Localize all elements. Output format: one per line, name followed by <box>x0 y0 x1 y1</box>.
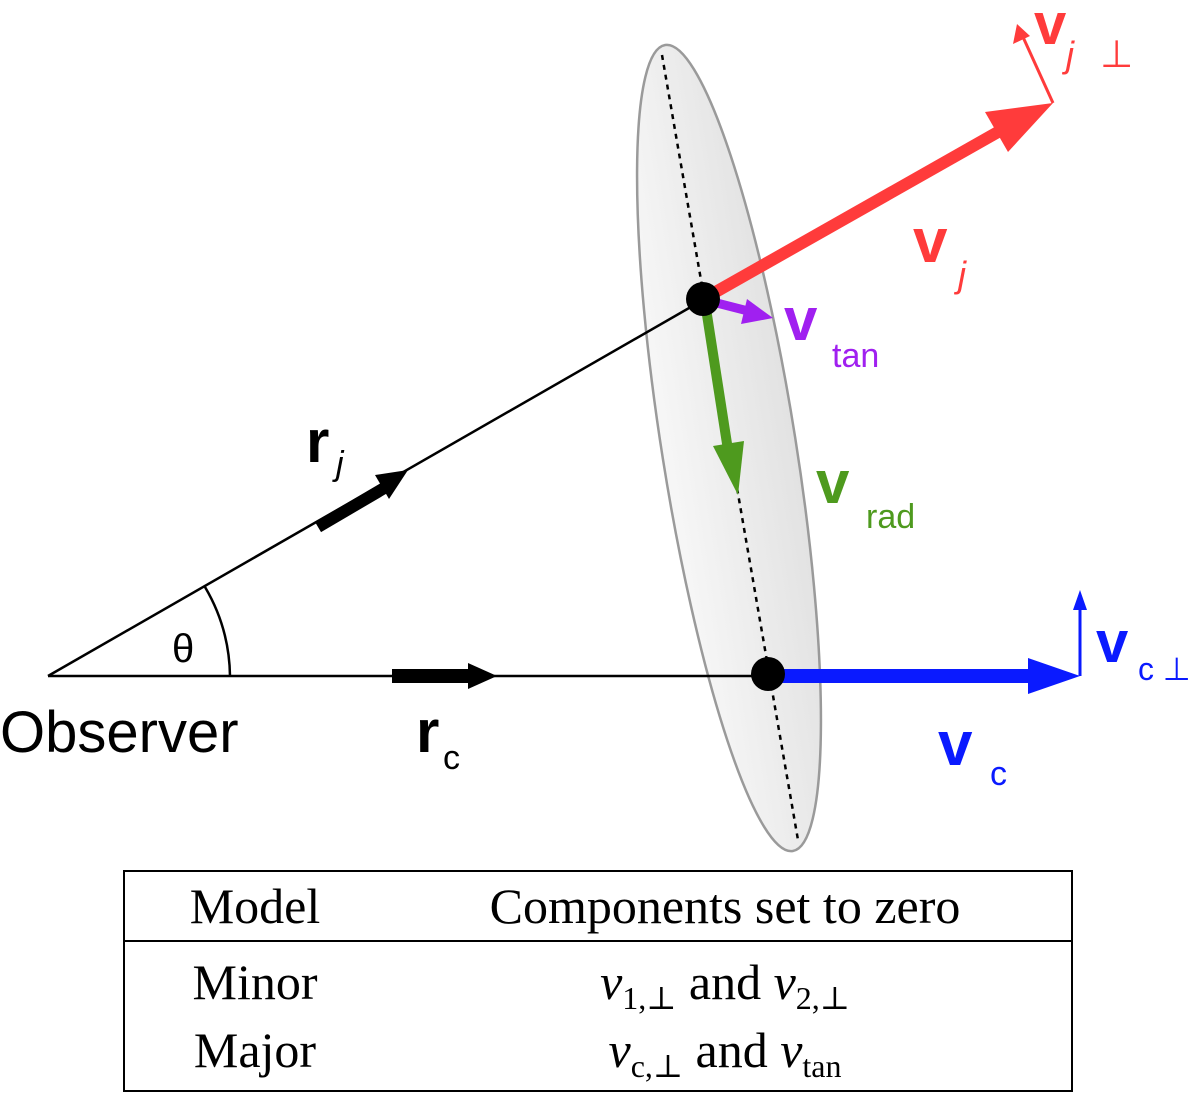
table-header-row: Model Components set to zero <box>125 876 1071 936</box>
v-rad-arrowhead <box>713 441 744 495</box>
math-subscript: tan <box>802 1048 842 1084</box>
ellipse-axis-dotted <box>660 54 800 841</box>
r-j-arrow-shaft <box>314 481 390 533</box>
v-j-subscript: j <box>953 254 967 295</box>
v-j-label: v <box>913 207 948 276</box>
r-c-label: r <box>416 698 439 765</box>
table-cell-components: vc,⊥ and vtan <box>385 1020 1065 1095</box>
math-subscript: c,⊥ <box>630 1048 683 1084</box>
theta-arc <box>203 586 232 677</box>
v-c-label: v <box>938 710 973 779</box>
math-var: v <box>608 1022 631 1078</box>
v-rad-arrow-shaft <box>700 301 733 451</box>
theta-label: θ <box>172 627 194 671</box>
conjunction: and <box>683 1022 781 1078</box>
math-subscript: 2,⊥ <box>795 980 850 1016</box>
point-c <box>751 657 785 691</box>
r-j-arrowhead <box>375 470 408 499</box>
observer-label: Observer <box>0 700 239 765</box>
v-j-arrow-shaft <box>702 122 1008 304</box>
v-c-arrowhead <box>1028 658 1080 694</box>
v-rad-label: v <box>816 449 850 516</box>
v-j-perp-symbol: ⊥ <box>1100 34 1133 76</box>
table-header-model: Model <box>189 878 321 934</box>
r-j-subscript: j <box>332 445 345 483</box>
v-c-perp-arrowhead <box>1073 590 1087 610</box>
table-cell-model: Minor <box>192 954 318 1010</box>
v-tan-label: v <box>784 286 818 353</box>
r-c-subscript: c <box>443 739 460 777</box>
geometry-diagram: Observer θ r j r c v j v j ⊥ v tan v rad… <box>0 0 1191 853</box>
v-c-arrow-shaft <box>770 669 1032 683</box>
math-var: v <box>773 954 796 1010</box>
v-c-perp-subscript: c ⊥ <box>1138 651 1191 687</box>
math-var: v <box>600 954 623 1010</box>
v-tan-arrowhead <box>741 299 773 324</box>
math-subscript: 1,⊥ <box>622 980 677 1016</box>
v-rad-subscript: rad <box>866 498 915 536</box>
table-cell-components: v1,⊥ and v2,⊥ <box>385 952 1065 1028</box>
v-j-perp-arrow-shaft <box>1021 36 1055 104</box>
v-j-perp-label: v <box>1034 0 1066 57</box>
v-tan-subscript: tan <box>832 337 879 375</box>
v-c-subscript: c <box>990 755 1007 793</box>
model-table: Model Components set to zero Minor v1,⊥ … <box>123 870 1073 1092</box>
table-divider <box>125 940 1071 942</box>
r-c-arrow-shaft <box>392 669 470 683</box>
v-c-perp-label: v <box>1096 610 1128 675</box>
table-header-components: Components set to zero <box>489 878 961 934</box>
math-var: v <box>780 1022 803 1078</box>
r-j-label: r <box>306 408 329 475</box>
table-cell-model: Major <box>193 1022 317 1078</box>
r-c-arrowhead <box>468 663 497 689</box>
v-j-perp-arrowhead <box>1013 24 1030 44</box>
point-j <box>686 282 720 316</box>
conjunction: and <box>676 954 774 1010</box>
table-row: Major vc,⊥ and vtan <box>125 1020 1071 1084</box>
table-row: Minor v1,⊥ and v2,⊥ <box>125 952 1071 1016</box>
v-j-arrowhead <box>985 103 1053 152</box>
